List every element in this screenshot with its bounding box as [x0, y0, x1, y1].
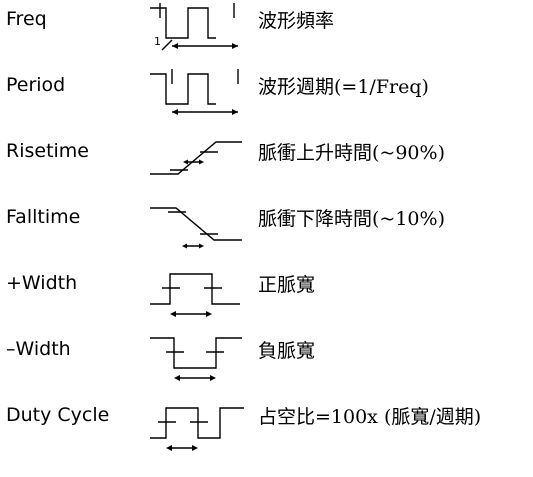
measurement-name: –Width — [6, 338, 71, 360]
freq-waveform-icon: 1 — [150, 3, 238, 51]
positive-width-waveform-icon — [150, 273, 240, 317]
measurement-row-freq: Freq 1 波形頻率 — [0, 0, 533, 66]
positive-width-waveform-diagram — [150, 264, 250, 330]
measurement-name: Falltime — [6, 206, 81, 228]
negative-width-waveform-diagram — [150, 330, 250, 396]
measurement-description: 波形週期(=1/Freq) — [258, 76, 429, 98]
freq-waveform-diagram: 1 — [150, 0, 250, 66]
measurement-row-period: Period 波形週期(=1/Freq) — [0, 66, 533, 132]
measurement-name: Risetime — [6, 140, 89, 162]
measurement-row-falltime: Falltime 脈衝下降時間(~10%) — [0, 198, 533, 264]
negative-width-waveform-icon — [150, 337, 242, 381]
duty-cycle-waveform-diagram — [150, 396, 250, 462]
measurement-description: 正脈寬 — [258, 274, 316, 296]
measurement-description: 負脈寬 — [258, 340, 316, 362]
period-fraction-label: 1 — [154, 35, 161, 48]
measurement-description: 脈衝下降時間(~10%) — [258, 208, 445, 230]
measurement-description: 占空比=100x (脈寬/週期) — [258, 406, 482, 428]
measurement-row-negative-width: –Width 負脈寬 — [0, 330, 533, 396]
risetime-waveform-icon — [150, 141, 242, 175]
measurement-name: +Width — [6, 272, 78, 294]
risetime-waveform-diagram — [150, 132, 250, 198]
falltime-waveform-diagram — [150, 198, 250, 264]
measurement-row-positive-width: +Width 正脈寬 — [0, 264, 533, 330]
period-waveform-icon — [150, 69, 239, 115]
measurement-name: Freq — [6, 8, 47, 30]
measurement-name: Duty Cycle — [6, 404, 110, 426]
period-waveform-diagram — [150, 66, 250, 132]
duty-cycle-waveform-icon — [150, 407, 244, 451]
measurement-row-duty-cycle: Duty Cycle 占空比=100x (脈寬/週期) — [0, 396, 533, 462]
measurement-name: Period — [6, 74, 66, 96]
falltime-waveform-icon — [150, 207, 242, 249]
measurement-description: 波形頻率 — [258, 10, 335, 32]
measurement-description: 脈衝上升時間(~90%) — [258, 142, 445, 164]
measurement-row-risetime: Risetime 脈衝上升時間(~90%) — [0, 132, 533, 198]
